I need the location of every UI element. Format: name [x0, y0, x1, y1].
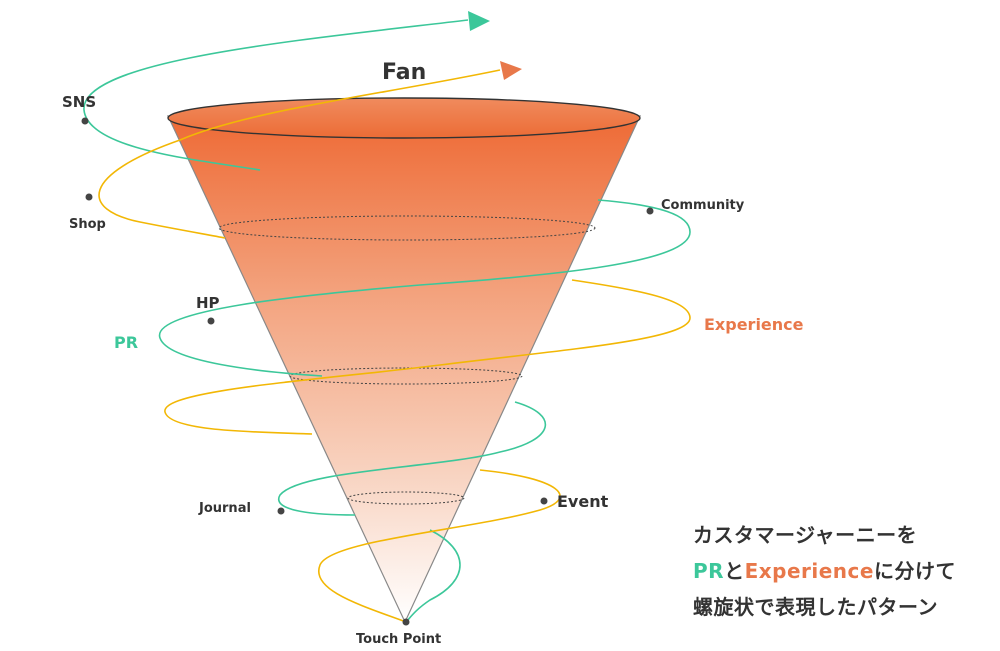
- journal-node: [277, 507, 285, 515]
- shop-node: [85, 193, 93, 201]
- event-label: Event: [557, 492, 609, 511]
- sns-node: [81, 117, 89, 125]
- sns-label: SNS: [62, 93, 97, 111]
- funnel-ring-2: [289, 367, 523, 385]
- caption-experience: Experience: [744, 559, 874, 583]
- touch-point-label: Touch Point: [356, 632, 442, 647]
- community-label: Community: [661, 198, 745, 213]
- touch-point-node: [402, 618, 410, 626]
- funnel-ring-1: [218, 215, 596, 241]
- caption-block: カスタマージャーニーを PRとExperienceに分けて 螺旋状で表現したパタ…: [693, 517, 993, 625]
- experience-arrowhead: [500, 61, 522, 80]
- caption-line-3: 螺旋状で表現したパターン: [693, 595, 938, 619]
- caption-line-1: カスタマージャーニーを: [693, 523, 918, 547]
- community-node: [646, 207, 654, 215]
- event-node: [540, 497, 548, 505]
- hp-label: HP: [196, 294, 220, 312]
- caption-line-2: PRとExperienceに分けて: [693, 553, 993, 589]
- caption-pr: PR: [693, 559, 725, 583]
- pr-spiral-green: [83, 19, 691, 623]
- shop-label: Shop: [69, 217, 106, 232]
- funnel-rim: [167, 97, 641, 139]
- journal-label: Journal: [199, 501, 251, 516]
- fan-label: Fan: [382, 60, 427, 85]
- caption-rest: に分けて: [873, 559, 956, 583]
- caption-to: と: [724, 559, 745, 583]
- experience-spiral-yellow: [98, 69, 691, 623]
- funnel-ring-3: [347, 491, 465, 505]
- hp-node: [207, 317, 215, 325]
- pr-arrowhead: [468, 11, 490, 31]
- pr-label: PR: [114, 333, 139, 352]
- experience-label: Experience: [704, 315, 804, 334]
